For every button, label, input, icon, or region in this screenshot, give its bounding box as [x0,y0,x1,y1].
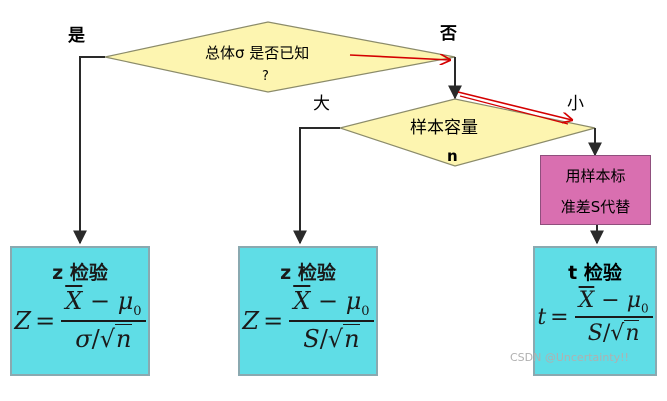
formula-denominator: S/√n [588,318,640,347]
mu: μ [345,287,362,315]
den-sep: / [319,324,328,353]
red-arrow-2b [459,95,569,125]
decision-2-sub: n [447,147,458,165]
mu: μ [117,287,134,315]
result-title: t 检验 [568,262,622,284]
minus: − [82,287,118,315]
connector-yes [73,56,105,245]
label-yes: 是 [68,26,85,46]
result-box-z-sigma: z 检验 Z = X − μ0 σ/√n [10,246,150,376]
result-title: z 检验 [280,262,336,284]
minus: − [310,287,346,315]
formula-fraction: X − μ0 S/√n [289,287,374,354]
den-sep: / [91,324,100,353]
formula-denominator: σ/√n [75,322,132,354]
den-b: n [115,323,132,353]
label-small: 小 [567,94,584,114]
formula-fraction: X − μ0 σ/√n [61,287,146,354]
label-no: 否 [440,24,457,44]
formula-eq: = [263,306,284,335]
mu-sub: 0 [641,301,649,316]
process-box: 用样本标 准差S代替 [540,155,651,225]
label-large: 大 [313,94,330,114]
watermark: CSDN @Uncertainty!! [510,351,629,364]
den-rad: √ [99,324,116,353]
formula-denominator: S/√n [303,322,360,354]
red-arrow-1 [349,55,450,60]
result-box-t: t 检验 t = X − μ0 S/√n [533,246,657,376]
formula: t = X − μ0 S/√n [535,288,655,348]
formula-numerator: X − μ0 [61,287,146,322]
decision-1-qmark: ? [262,69,269,84]
formula-lhs: Z [242,306,260,335]
den-b: n [624,320,640,347]
formula-numerator: X − μ0 [574,288,653,319]
den-sep: / [602,321,611,347]
connector-large [293,127,340,245]
formula-fraction: X − μ0 S/√n [574,288,653,348]
process-line-2: 准差S代替 [560,198,631,216]
den-rad: √ [610,321,625,347]
mu-sub: 0 [361,303,370,319]
result-box-z-s: z 检验 Z = X − μ0 S/√n [238,246,378,376]
decision-1-text: 总体σ 是否已知 [205,44,310,62]
formula: Z = X − μ0 S/√n [240,287,376,354]
formula-eq: = [35,306,56,335]
den-a: S [587,321,603,347]
formula: Z = X − μ0 σ/√n [12,287,148,354]
den-b: n [343,323,360,353]
mu: μ [626,288,642,313]
formula-numerator: X − μ0 [289,287,374,322]
x-bar: X [293,287,311,315]
formula-lhs: t [537,305,547,331]
den-a: S [303,324,320,353]
decision-2-text: 样本容量 [410,118,478,138]
formula-lhs: Z [14,306,32,335]
den-a: σ [75,324,92,353]
x-bar: X [578,288,595,313]
den-rad: √ [327,324,344,353]
red-arrow-2 [457,91,572,120]
minus: − [594,288,627,313]
mu-sub: 0 [133,303,142,319]
result-title: z 检验 [52,262,108,284]
x-bar: X [65,287,83,315]
process-line-1: 用样本标 [565,167,626,185]
formula-eq: = [550,305,569,331]
